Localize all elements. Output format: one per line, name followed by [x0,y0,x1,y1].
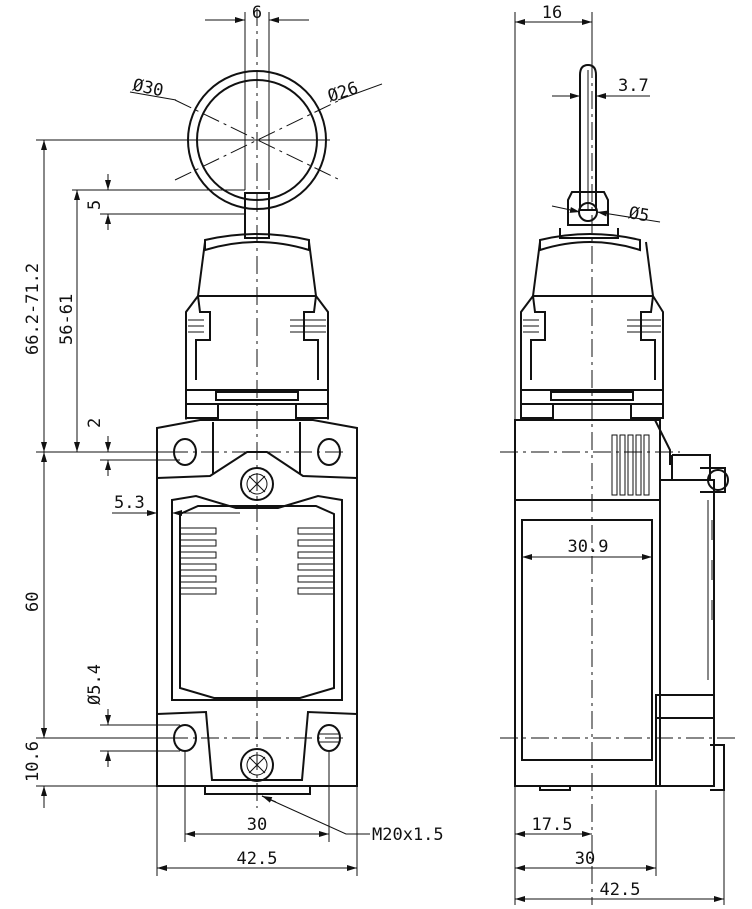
dim-rod-width: 3.7 [552,76,650,99]
dim-overall-height-label: 66.2-71.2 [23,263,43,355]
ring-actuator [184,70,330,239]
dim-label-width-label: 30.9 [568,537,609,557]
dim-head-height-label: 56-61 [57,294,77,345]
dim-cable-entry-label: M20x1.5 [372,825,444,845]
dim-body-height: 60 [23,451,170,739]
dim-head-height: 56-61 [57,190,80,452]
dim-pivot-diameter-label: Ø5 [627,203,651,226]
dim-side-top-width-label: 16 [542,3,562,23]
dim-label-width: 30.9 [522,537,652,560]
dim-top-width: 6 [205,3,309,190]
dim-side-width: 42.5 [515,790,725,905]
dim-hole-spacing: 30 [184,752,330,842]
dim-side-depth: 30 [515,790,657,876]
dim-side-center-offset-label: 17.5 [532,815,573,835]
dim-body-height-label: 60 [23,592,43,612]
dim-hole-spacing-label: 30 [247,815,267,835]
dim-top-width-label: 6 [252,3,262,23]
dim-bottom-hole-offset: 10.6 [23,720,157,808]
right-grille [297,527,335,595]
dim-overall-height: 66.2-71.2 [23,139,184,452]
dim-pivot-diameter: Ø5 [551,203,661,226]
dim-ring-outer-label: Ø30 [131,75,165,101]
dim-side-center-offset: 17.5 [514,786,592,905]
dim-body-width: 42.5 [156,786,358,876]
dim-cable-entry: M20x1.5 [261,795,444,845]
dim-flange-offset-label: 5.3 [114,493,145,513]
side-head [520,233,664,419]
dim-hole-diameter: Ø5.4 [85,664,180,767]
side-body [514,419,729,791]
dim-side-width-label: 42.5 [600,880,641,900]
dim-rod-width-label: 3.7 [618,76,649,96]
left-grille [179,527,217,595]
dim-gap-label: 2 [85,418,105,428]
dim-actuator-offset: 5 [72,174,245,230]
dim-ring-inner-label: Ø26 [325,78,360,107]
front-view: 6 Ø30 Ø26 5 66.2-71.2 56-61 [23,3,444,876]
dim-hole-diameter-label: Ø5.4 [85,664,105,705]
side-view: 16 3.7 Ø5 30.9 17.5 [500,3,740,905]
dim-side-top-width: 16 [514,3,593,420]
dim-body-width-label: 42.5 [237,849,278,869]
dim-side-depth-label: 30 [575,849,595,869]
dim-flange-offset: 5.3 [112,493,240,516]
side-grille [611,434,650,496]
dim-bottom-hole-offset-label: 10.6 [23,741,43,782]
side-cover [655,454,729,791]
actuator-rod [559,63,619,239]
dim-actuator-offset-label: 5 [85,200,105,210]
